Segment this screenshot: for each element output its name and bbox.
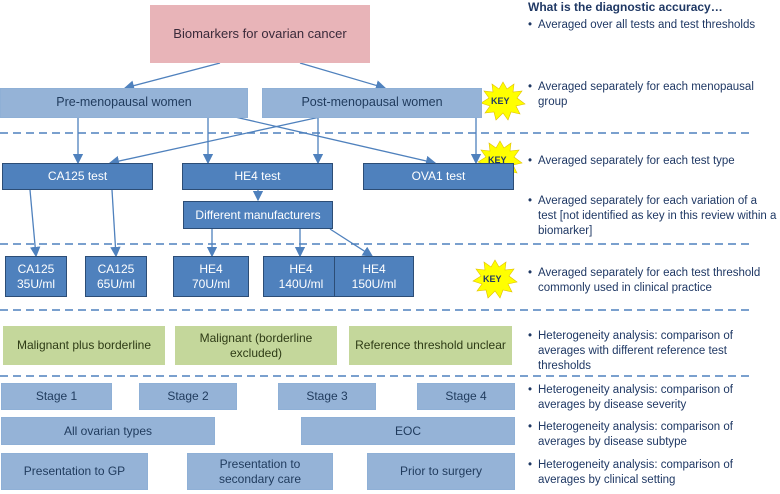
threshold-he4-140: HE4 140U/ml [263, 256, 339, 297]
threshold-value: 140U/ml [278, 276, 324, 291]
reference-malignant-plus-borderline: Malignant plus borderline [3, 326, 165, 365]
setting-presentation-gp: Presentation to GP [1, 453, 148, 490]
annotation-text: Heterogeneity analysis: comparison of av… [538, 330, 733, 372]
accuracy-heading: What is the diagnostic accuracy… [528, 0, 723, 14]
annotation-reference-thresholds: •Heterogeneity analysis: comparison of a… [528, 329, 778, 374]
annotation-text: Heterogeneity analysis: comparison of av… [538, 421, 733, 448]
annotation-text: Heterogeneity analysis: comparison of av… [538, 384, 733, 411]
different-manufacturers: Different manufacturers [183, 201, 333, 229]
annotation-menopausal: •Averaged separately for each menopausal… [528, 80, 778, 110]
annotation-text: Averaged separately for each test type [538, 155, 735, 167]
annotation-test-type: •Averaged separately for each test type [528, 154, 778, 169]
group-pre-menopausal: Pre-menopausal women [0, 88, 248, 118]
threshold-value: 70U/ml [191, 276, 230, 291]
key-star-3 [472, 259, 518, 299]
threshold-name: HE4 [362, 261, 386, 276]
arrow-pre-ova1 [234, 116, 437, 167]
annotation-overall: •Averaged over all tests and test thresh… [528, 18, 778, 33]
annotation-subtype: •Heterogeneity analysis: comparison of a… [528, 420, 778, 450]
arrow-manu-150 [329, 228, 374, 257]
setting-prior-to-surgery: Prior to surgery [367, 453, 515, 490]
arrow-ca125-35 [29, 189, 41, 258]
threshold-name: HE4 [199, 261, 223, 276]
annotation-text: Averaged separately for each test thresh… [538, 267, 761, 294]
stage-4: Stage 4 [417, 383, 515, 410]
key-label-1: KEY [491, 96, 510, 106]
threshold-he4-70: HE4 70U/ml [173, 256, 249, 297]
threshold-he4-150: HE4 150U/ml [334, 256, 414, 297]
subtype-all-ovarian: All ovarian types [1, 417, 215, 445]
key-label-2: KEY [488, 155, 507, 165]
reference-threshold-unclear: Reference threshold unclear [349, 326, 512, 365]
stage-2: Stage 2 [139, 383, 237, 410]
diagram-title-box: Biomarkers for ovarian cancer [150, 5, 370, 63]
key-label-3: KEY [483, 274, 502, 284]
threshold-ca125-35: CA125 35U/ml [5, 256, 67, 297]
group-post-menopausal: Post-menopausal women [262, 88, 482, 118]
threshold-value: 150U/ml [351, 276, 397, 291]
annotation-text: Averaged separately for each variation o… [538, 195, 777, 237]
annotation-clinical-setting: •Heterogeneity analysis: comparison of a… [528, 458, 778, 488]
threshold-value: 65U/ml [96, 276, 135, 291]
stage-3: Stage 3 [278, 383, 376, 410]
test-he4: HE4 test [182, 163, 333, 190]
test-ova1: OVA1 test [363, 163, 514, 190]
subtype-eoc: EOC [301, 417, 515, 445]
annotation-test-threshold: •Averaged separately for each test thres… [528, 266, 778, 296]
annotation-text: Averaged separately for each menopausal … [538, 81, 754, 108]
annotation-severity: •Heterogeneity analysis: comparison of a… [528, 383, 778, 413]
arrow-title-pre [123, 62, 221, 91]
arrow-title-post [299, 62, 387, 91]
test-ca125: CA125 test [2, 163, 153, 190]
annotation-text: Averaged over all tests and test thresho… [538, 19, 756, 31]
threshold-name: CA125 [17, 261, 55, 276]
threshold-ca125-65: CA125 65U/ml [85, 256, 147, 297]
reference-malignant-borderline-excluded: Malignant (borderline excluded) [175, 326, 337, 365]
key-star-1 [480, 81, 526, 121]
arrow-post-ca125 [108, 116, 321, 167]
stage-1: Stage 1 [1, 383, 112, 410]
arrow-ca125-65 [110, 189, 121, 258]
annotation-test-variation: •Averaged separately for each variation … [528, 195, 777, 237]
threshold-name: HE4 [289, 261, 313, 276]
threshold-name: CA125 [97, 261, 135, 276]
annotation-text: Heterogeneity analysis: comparison of av… [538, 459, 733, 486]
threshold-value: 35U/ml [16, 276, 55, 291]
setting-secondary-care: Presentation to secondary care [187, 453, 333, 490]
